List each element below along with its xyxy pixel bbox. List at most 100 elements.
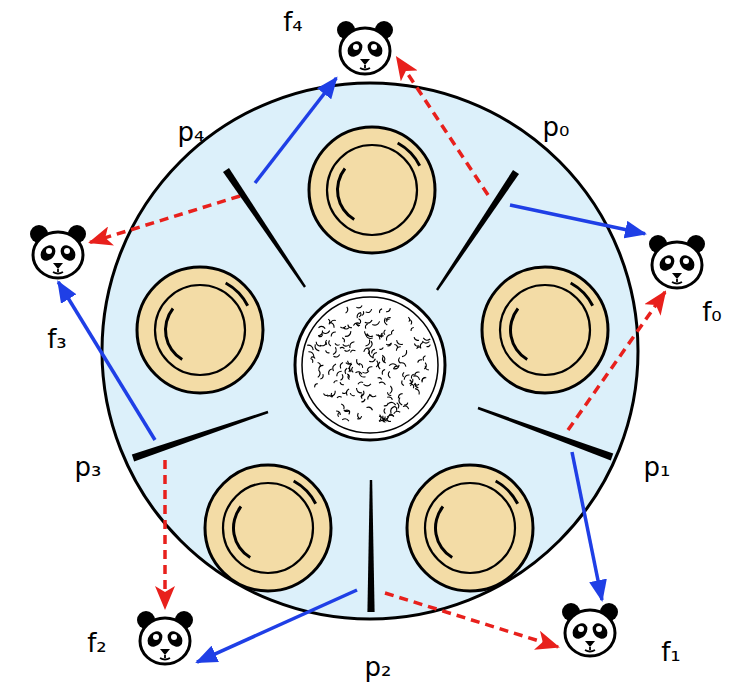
- rice-grain: [403, 406, 409, 409]
- rice-grain: [329, 340, 331, 346]
- plate-highlight: [164, 308, 183, 361]
- rice-grain: [372, 321, 379, 325]
- rice-grain: [320, 343, 327, 346]
- shares-arrow: [90, 196, 240, 242]
- rice-grain: [357, 313, 361, 319]
- rice-grain: [320, 374, 323, 379]
- panda-eye: [153, 634, 159, 640]
- rice-grain: [415, 383, 418, 388]
- panda-nose: [672, 273, 682, 279]
- rice-grain: [342, 392, 347, 394]
- rice-grain: [307, 345, 313, 350]
- chopstick: [478, 407, 614, 461]
- plate-highlight: [509, 308, 528, 361]
- plate-highlight: [434, 506, 453, 559]
- rice-grain: [382, 355, 385, 362]
- rice-grain: [390, 386, 392, 394]
- rice-grain: [327, 396, 332, 398]
- rice-grain: [403, 372, 404, 377]
- philosopher-panda: f₃: [26, 222, 90, 282]
- panda-icon: [133, 608, 197, 668]
- rice-grain: [359, 373, 365, 377]
- takes-arrow: [58, 282, 155, 440]
- panda-eye: [353, 44, 359, 50]
- plate-ring: [155, 285, 245, 375]
- rice-grain: [346, 307, 348, 313]
- chopstick-shape: [472, 402, 618, 463]
- rice-grains: [307, 305, 430, 422]
- takes-arrow: [572, 452, 602, 600]
- rice-grain: [386, 343, 391, 345]
- rice-grain: [342, 419, 349, 421]
- rice-grain: [337, 396, 342, 398]
- rice-grain: [412, 384, 414, 388]
- rice-grain: [379, 382, 385, 385]
- rice-grain: [350, 393, 355, 396]
- rice-grain: [394, 411, 401, 413]
- rice-grain: [329, 322, 334, 327]
- plate: [407, 465, 533, 591]
- panda-icon: [645, 232, 709, 292]
- rice-grain: [386, 308, 390, 312]
- rice-grain: [357, 416, 361, 419]
- panda-eye: [683, 258, 689, 264]
- chopstick-shape: [220, 164, 311, 293]
- chopstick-label: p₁: [644, 454, 671, 480]
- panda-eye-patch: [165, 628, 186, 649]
- rice-grain: [364, 384, 371, 386]
- rice-grain: [404, 375, 409, 380]
- panda-nose: [160, 649, 170, 655]
- rice-grain: [342, 338, 344, 343]
- chopstick-node: p₂: [365, 474, 377, 618]
- rice-grain: [351, 350, 356, 352]
- philosopher-label: f₃: [47, 326, 67, 352]
- rice-grain: [381, 333, 383, 338]
- rice-grain: [387, 419, 391, 422]
- rice-grain: [350, 342, 355, 348]
- rice-grain: [386, 318, 391, 321]
- rice-grain: [340, 347, 345, 348]
- chopstick-node: p₀: [431, 166, 522, 296]
- rice-grain: [402, 350, 407, 356]
- panda-eye: [371, 44, 377, 50]
- rice-grain: [368, 395, 372, 399]
- plate-ring: [327, 145, 417, 235]
- rice-grain: [318, 331, 323, 336]
- rice-grain: [343, 328, 349, 330]
- rice-grain: [423, 356, 425, 361]
- rice-grain: [326, 350, 330, 352]
- chopstick-label: p₃: [75, 454, 102, 480]
- rice-grain: [372, 349, 375, 353]
- rice-grain: [383, 416, 388, 421]
- rice-grain: [414, 337, 419, 340]
- rice-grain: [422, 341, 429, 343]
- rice-grain: [410, 379, 413, 384]
- rice-grain: [398, 394, 402, 399]
- rice-grain: [333, 347, 336, 354]
- panda-eye: [64, 248, 70, 254]
- philosopher-label: f₂: [87, 630, 107, 656]
- plate-rim: [482, 267, 608, 393]
- philosopher-label: f₀: [702, 299, 722, 325]
- plate-highlight: [495, 480, 519, 505]
- rice-grain: [367, 334, 373, 337]
- rice-grain: [319, 326, 326, 328]
- rice-grain: [402, 380, 404, 385]
- rice-grain: [415, 389, 419, 395]
- panda-mouth: [672, 279, 682, 284]
- plate-ring: [500, 285, 590, 375]
- panda-eye: [171, 634, 177, 640]
- panda-head: [33, 232, 83, 278]
- rice-grain: [348, 410, 349, 414]
- panda-icon: [558, 600, 622, 660]
- plate: [205, 465, 331, 591]
- chopstick: [436, 170, 519, 291]
- rice-grain: [411, 328, 414, 332]
- plate-rim: [205, 465, 331, 591]
- rice-bowl: [295, 290, 445, 440]
- panda-mouth: [585, 647, 595, 652]
- rice-grain: [334, 355, 340, 358]
- rice-grain: [340, 382, 344, 385]
- panda-mouth: [160, 655, 170, 660]
- rice-grain: [424, 363, 426, 369]
